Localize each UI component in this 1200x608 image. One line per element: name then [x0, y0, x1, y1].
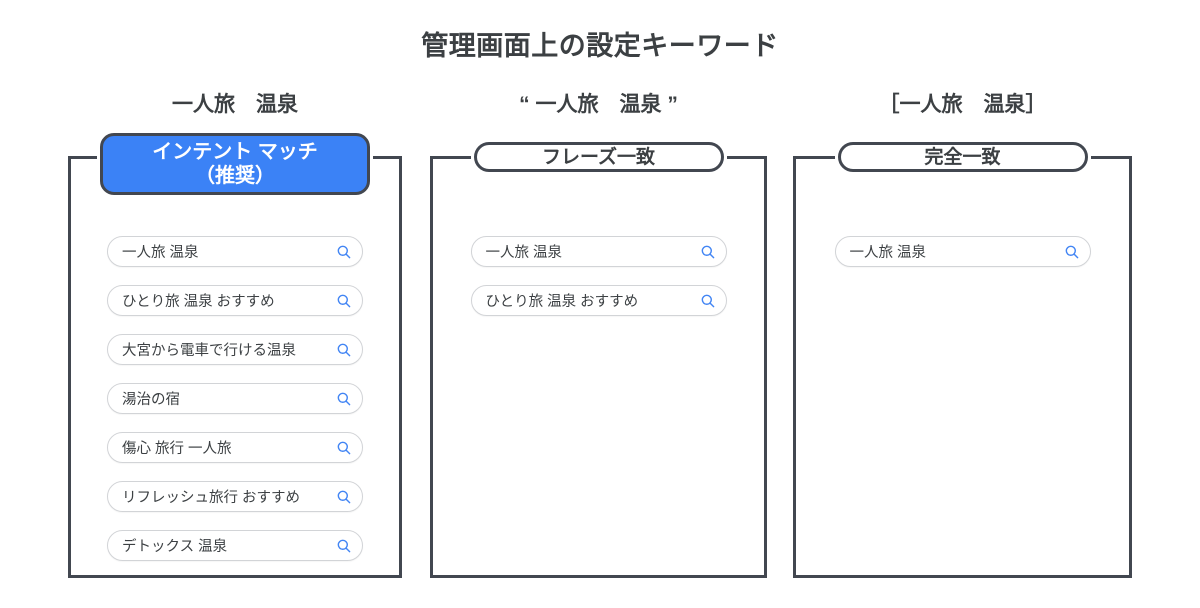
search-icon — [1065, 245, 1078, 258]
search-icon — [337, 245, 351, 258]
search-chip-list: 一人旅 温泉 — [793, 236, 1132, 285]
search-chip-list: 一人旅 温泉 ひとり旅 温泉 おすすめ — [430, 236, 767, 334]
search-chip-text: 一人旅 温泉 — [485, 245, 563, 261]
search-chip[interactable]: 傷心 旅行 一人旅 — [107, 432, 363, 463]
search-chip[interactable]: リフレッシュ旅行 おすすめ — [107, 481, 363, 512]
search-icon — [337, 294, 351, 307]
search-icon — [701, 245, 714, 258]
column-query-text: “ 一人旅 温泉 ” — [519, 93, 678, 116]
search-chip[interactable]: 一人旅 温泉 — [107, 236, 363, 267]
match-type-badge-exact[interactable]: 完全一致 — [837, 142, 1088, 172]
search-chip-text: リフレッシュ旅行 おすすめ — [122, 490, 301, 506]
search-chip[interactable]: 一人旅 温泉 — [470, 236, 727, 267]
search-chip[interactable]: 大宮から電車で行ける温泉 — [107, 334, 363, 365]
results-frame — [793, 153, 1132, 578]
search-chip-text: 一人旅 温泉 — [122, 245, 199, 261]
search-chip[interactable]: 一人旅 温泉 — [834, 236, 1091, 267]
search-icon — [337, 392, 351, 405]
search-icon — [337, 441, 351, 454]
search-chip-text: ひとり旅 温泉 おすすめ — [122, 294, 275, 310]
search-chip-text: 湯治の宿 — [122, 392, 180, 408]
search-chip-text: 大宮から電車で行ける温泉 — [122, 343, 296, 359]
match-type-badge-intent[interactable]: インテント マッチ （推奨） — [100, 133, 370, 195]
search-chip[interactable]: 湯治の宿 — [107, 383, 363, 414]
search-icon — [337, 490, 351, 503]
search-chip[interactable]: ひとり旅 温泉 おすすめ — [107, 285, 363, 316]
match-type-badge-phrase[interactable]: フレーズ一致 — [473, 142, 724, 172]
search-icon — [337, 343, 351, 356]
search-chip-text: 一人旅 温泉 — [849, 245, 927, 261]
search-chip-text: デトックス 温泉 — [122, 539, 228, 555]
search-chip-list: 一人旅 温泉 ひとり旅 温泉 おすすめ 大宮から電車で行ける温泉 — [68, 236, 402, 579]
search-chip[interactable]: デトックス 温泉 — [107, 530, 363, 561]
search-chip[interactable]: ひとり旅 温泉 おすすめ — [470, 285, 727, 316]
search-icon — [337, 539, 351, 552]
page-title: 管理画面上の設定キーワード — [421, 31, 779, 61]
search-icon — [701, 294, 714, 307]
results-frame — [430, 153, 767, 578]
column-query-text: ［一人旅 温泉］ — [878, 93, 1047, 116]
column-query-text: 一人旅 温泉 — [172, 93, 298, 116]
search-chip-text: 傷心 旅行 一人旅 — [122, 441, 232, 457]
search-chip-text: ひとり旅 温泉 おすすめ — [485, 294, 639, 310]
